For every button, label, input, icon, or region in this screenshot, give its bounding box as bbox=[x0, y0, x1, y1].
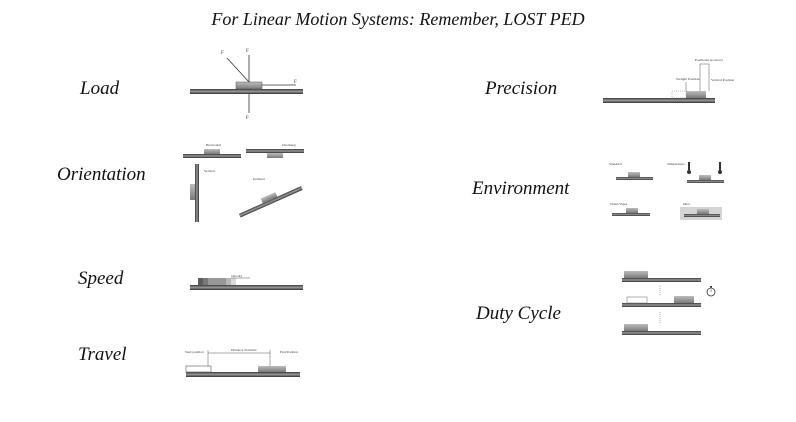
travel-start: Start position bbox=[185, 350, 204, 354]
load-carriage bbox=[235, 81, 263, 90]
orientation-horizontal: Horizontal bbox=[206, 143, 221, 147]
label-precision: Precision bbox=[485, 78, 558, 99]
stopwatch-icon bbox=[706, 286, 716, 297]
label-environment: Environment bbox=[472, 178, 570, 199]
precision-diagram: Positional Accuracy Straight Position Ve… bbox=[603, 58, 734, 103]
label-load: Load bbox=[80, 78, 120, 99]
environment-diagram: Standard Temperature Water/Vapor Dust bbox=[609, 162, 724, 220]
duty-cycle-diagram bbox=[622, 271, 716, 335]
environment-dust: Dust bbox=[683, 202, 690, 206]
travel-diagram: Start position Distance Traveled End Pos… bbox=[185, 348, 300, 377]
environment-standard: Standard bbox=[609, 162, 622, 166]
load-force-top: F bbox=[246, 49, 249, 54]
environment-temperature: Temperature bbox=[667, 162, 685, 166]
label-speed: Speed bbox=[78, 268, 124, 289]
speed-diagram: velocity bbox=[190, 274, 303, 290]
orientation-overhang: Overhang bbox=[282, 143, 296, 147]
page-title: For Linear Motion Systems: Remember, LOS… bbox=[211, 9, 585, 29]
load-force-right: F bbox=[294, 80, 297, 85]
travel-end: End Position bbox=[280, 350, 298, 354]
travel-stroke: Distance Traveled bbox=[231, 348, 257, 352]
thermometer-icon bbox=[687, 162, 691, 174]
orientation-diagram: Horizontal Overhang Vertical Inclined bbox=[183, 143, 304, 222]
precision-right: Vertical Position bbox=[711, 78, 734, 82]
load-rail bbox=[190, 89, 303, 94]
orientation-vertical: Vertical bbox=[204, 169, 215, 173]
label-orientation: Orientation bbox=[57, 164, 146, 185]
environment-water: Water/Vapor bbox=[610, 202, 628, 206]
precision-top: Positional Accuracy bbox=[695, 58, 723, 62]
load-force-tl: F bbox=[221, 51, 224, 56]
label-travel: Travel bbox=[78, 344, 127, 365]
orientation-inclined: Inclined bbox=[253, 177, 265, 181]
label-duty-cycle: Duty Cycle bbox=[476, 303, 561, 324]
load-diagram: F F F F bbox=[190, 49, 303, 121]
speed-note: velocity bbox=[231, 274, 243, 278]
thermometer-icon bbox=[718, 162, 722, 174]
load-force-bottom: F bbox=[246, 116, 249, 121]
precision-left: Straight Position bbox=[676, 77, 700, 81]
